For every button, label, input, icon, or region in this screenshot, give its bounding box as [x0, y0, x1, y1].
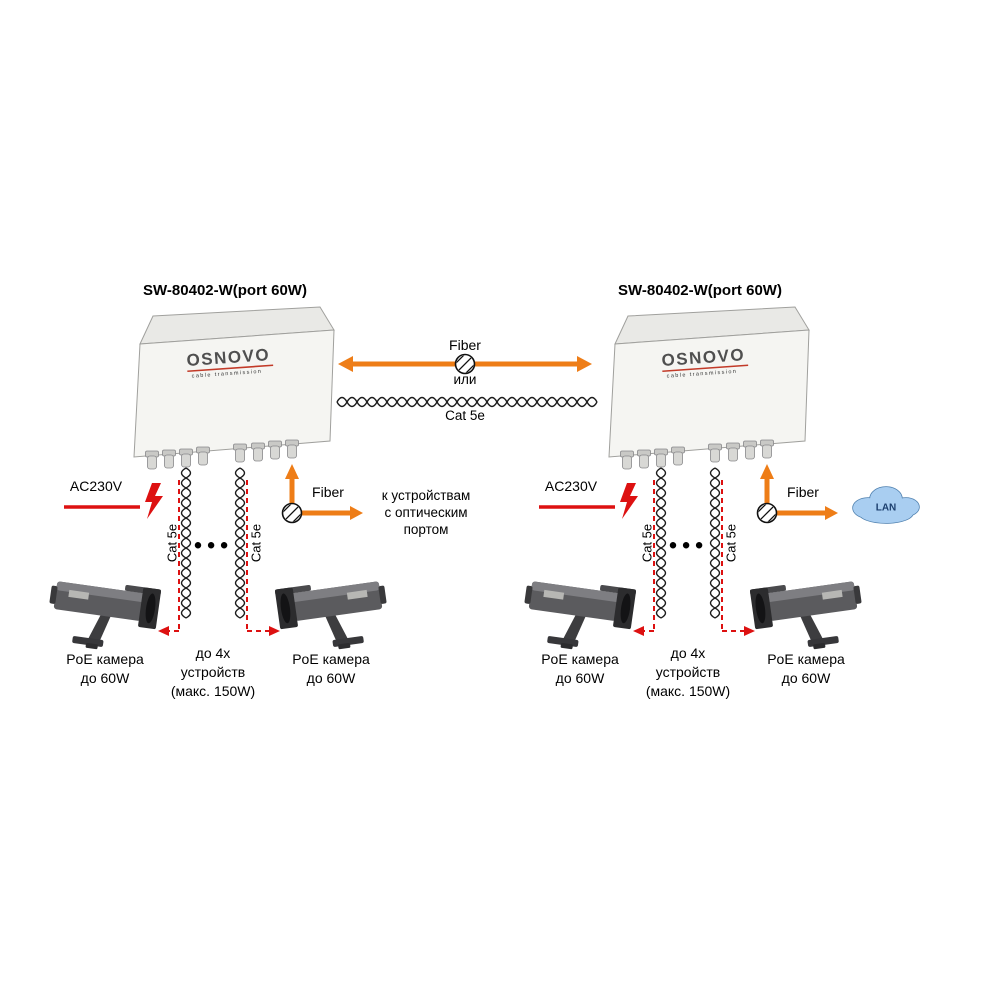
fiber-link-arrow [338, 351, 592, 377]
optic-connector-icon [279, 500, 305, 526]
cat5e-drop-label: Cat 5e [639, 523, 655, 563]
cat5e-drop-label: Cat 5e [248, 523, 264, 563]
camera-label-line1: PoE камера [767, 651, 845, 667]
poe-arrowhead [158, 626, 169, 636]
fiber-label-left: Fiber [312, 484, 344, 500]
power-arrow-left [64, 483, 163, 519]
camera-label-line2: до 60W [555, 670, 605, 686]
brand-tagline-text: cable transmission [667, 369, 738, 380]
camera-label-line2: до 60W [781, 670, 831, 686]
link-or-label: или [453, 372, 477, 387]
devices-note-line1: до 4х [195, 645, 231, 661]
poe-arrowhead [744, 626, 755, 636]
lan-cloud [852, 486, 920, 524]
switch-left-box: OSNOVO cable transmission [133, 306, 335, 470]
power-label-left: AC230V [69, 478, 123, 494]
poe-power-path-left [168, 480, 270, 632]
poe-arrowhead [633, 626, 644, 636]
poe-camera-icon [274, 574, 393, 658]
brand-tagline-text: cable transmission [192, 369, 263, 380]
fiber-dest-line2: с оптическим [384, 505, 468, 520]
camera-label-line1: PoE камера [292, 651, 370, 667]
poe-camera-icon [749, 574, 868, 658]
cat5e-drop-cable [709, 467, 721, 619]
poe-arrowhead [269, 626, 280, 636]
poe-camera-icon [43, 574, 162, 658]
fiber-label-right: Fiber [787, 484, 819, 500]
fiber-branch-left [279, 464, 363, 526]
link-fiber-label: Fiber [449, 337, 481, 353]
cat5e-drop-cable [234, 467, 246, 619]
devices-note-line3: (макс. 150W) [170, 683, 256, 699]
cat5e-drop-label: Cat 5e [723, 523, 739, 563]
switch-left-title: SW-80402-W(port 60W) [143, 282, 307, 299]
devices-note-line2: устройств [180, 664, 246, 680]
cat5e-drop-label: Cat 5e [164, 523, 180, 563]
camera-label-line1: PoE камера [541, 651, 619, 667]
cat5e-drop-cable [655, 467, 667, 619]
fiber-dest-line1: к устройствам [381, 488, 471, 503]
lightning-icon [145, 483, 163, 519]
cat5e-drop-cable [180, 467, 192, 619]
switch-right-box: OSNOVO cable transmission [608, 306, 810, 470]
power-arrow-right [539, 483, 638, 519]
switch-right-title: SW-80402-W(port 60W) [618, 282, 782, 299]
camera-label-line1: PoE камера [66, 651, 144, 667]
optic-connector-icon [754, 500, 780, 526]
devices-note-line3: (макс. 150W) [645, 683, 731, 699]
poe-power-path-right [643, 480, 745, 632]
more-devices-dots: ●●● [193, 536, 233, 554]
fiber-dest-line3: портом [403, 522, 449, 537]
link-cat5e-label: Cat 5e [445, 408, 485, 423]
camera-label-line2: до 60W [80, 670, 130, 686]
lightning-icon [620, 483, 638, 519]
devices-note-line1: до 4х [670, 645, 706, 661]
poe-camera-icon [518, 574, 637, 658]
more-devices-dots: ●●● [668, 536, 708, 554]
lan-label: LAN [875, 502, 897, 514]
brand-logo-right: OSNOVO cable transmission [661, 345, 749, 380]
brand-logo-left: OSNOVO cable transmission [186, 345, 274, 380]
cat5e-link-cable [336, 396, 598, 408]
devices-note-line2: устройств [655, 664, 721, 680]
fiber-branch-right [754, 464, 838, 526]
power-label-right: AC230V [544, 478, 598, 494]
camera-label-line2: до 60W [306, 670, 356, 686]
